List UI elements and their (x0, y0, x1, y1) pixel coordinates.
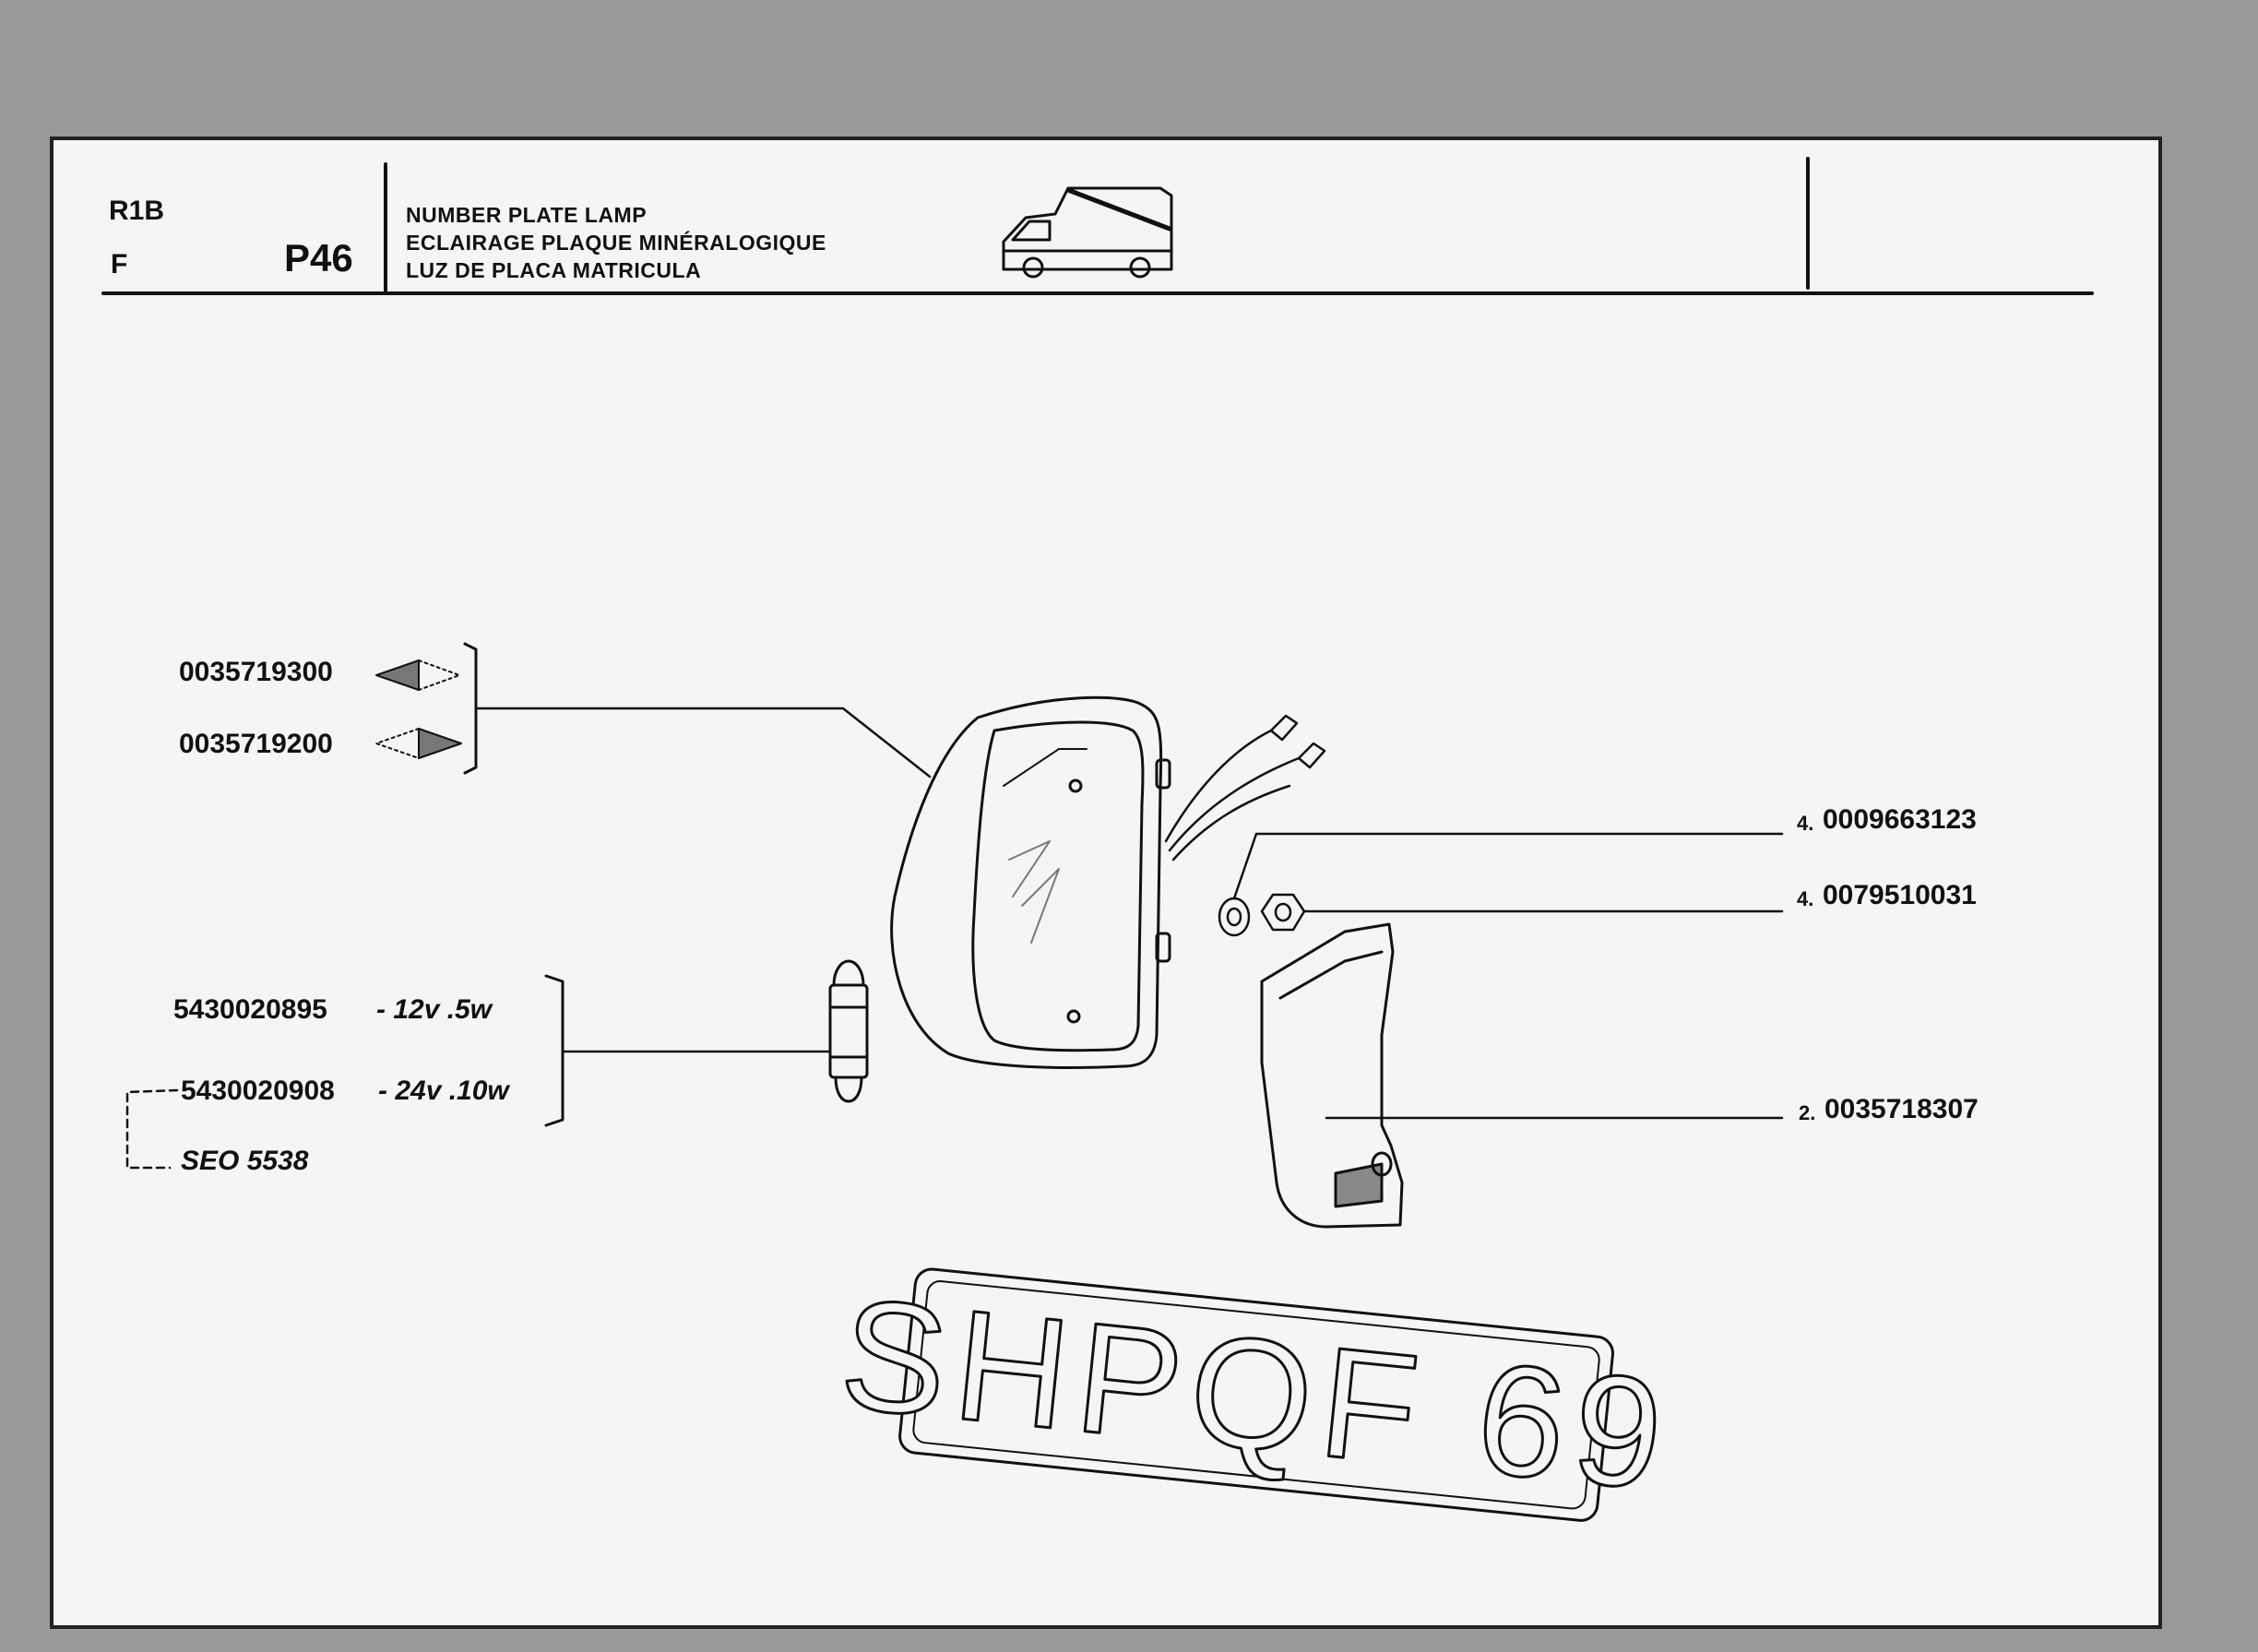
lamp-wires (1164, 714, 1326, 862)
part-label-washer: 0009663123 (1823, 804, 1977, 835)
seo-dashed-link (125, 1088, 179, 1170)
bulb-24v-spec: - 24v .10w (378, 1076, 509, 1106)
model-code: R1B (109, 196, 165, 226)
plate-text: SHPQF 69 (834, 1266, 1680, 1524)
right-triangle-icon (375, 728, 462, 759)
part-label-bulb-24v: 5430020908 (181, 1076, 335, 1106)
page-number: P46 (284, 236, 353, 279)
van-icon (1002, 186, 1173, 279)
part-label-cover: 0035718307 (1824, 1094, 1979, 1124)
title-en: NUMBER PLATE LAMP (406, 203, 648, 227)
exploded-diagram: SHPQF 69 (101, 157, 2094, 1526)
seo-reference: SEO 5538 (181, 1146, 309, 1176)
cover-quantity: 2. (1799, 1101, 1816, 1124)
cover-icon (1260, 922, 1404, 1229)
title-es: LUZ DE PLACA MATRICULA (406, 258, 702, 282)
part-label-lamp-left: 0035719300 (179, 657, 333, 687)
bulb-bracket (544, 974, 564, 1127)
left-triangle-icon (375, 660, 460, 691)
country-code: F (111, 249, 128, 279)
number-plate: SHPQF 69 (832, 1265, 1681, 1526)
nut-quantity: 4. (1797, 887, 1814, 910)
parts-sheet: R1B F P46 NUMBER PLATE LAMP ECLAIRAGE PL… (50, 137, 2162, 1629)
part-label-bulb-12v: 5430020895 (173, 994, 327, 1025)
leader-lamp (474, 707, 932, 778)
washer-quantity: 4. (1797, 812, 1814, 835)
lamp-bracket (463, 642, 478, 775)
title-fr: ECLAIRAGE PLAQUE MINÉRALOGIQUE (406, 231, 826, 255)
bulb-12v-spec: - 12v .5w (376, 994, 493, 1025)
part-label-nut: 0079510031 (1823, 880, 1977, 910)
washer-icon (1218, 897, 1251, 937)
nut-icon (1260, 893, 1306, 932)
bulb-icon (828, 959, 869, 1103)
lamp-housing (890, 695, 1171, 1069)
leader-washer (1232, 832, 1784, 900)
part-label-lamp-right: 0035719200 (179, 729, 333, 759)
